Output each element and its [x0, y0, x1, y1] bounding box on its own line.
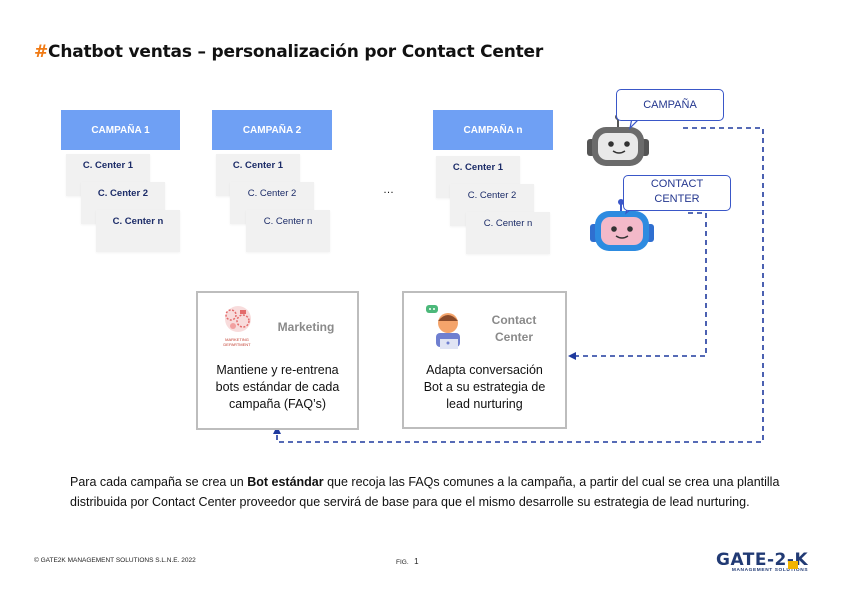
- center-label: C. Center 2: [467, 190, 517, 201]
- description-bold: Bot estándar: [247, 475, 324, 489]
- company-logo: GATE-2-K MANAGEMENT SOLUTIONS: [716, 550, 808, 573]
- center-label: C. Center 1: [82, 160, 134, 171]
- campaign-n-center-n: C. Center n: [466, 212, 550, 254]
- title-hash: #: [34, 42, 49, 62]
- logo-accent-mark: [788, 561, 798, 569]
- marketing-description: Mantiene y re-entrena bots estándar de c…: [198, 362, 357, 413]
- center-label: C. Center 1: [232, 160, 284, 171]
- arrow-to-marketing: [273, 426, 281, 434]
- marketing-line: bots estándar de cada: [215, 380, 340, 394]
- center-label: C. Center 2: [247, 188, 297, 199]
- marketing-department-icon: [225, 306, 251, 332]
- campaign-n-header: CAMPAÑA n: [433, 110, 553, 150]
- contact-center-line: Bot a su estrategia de: [423, 380, 546, 394]
- page-title: #Chatbot ventas – personalización por Co…: [34, 42, 543, 62]
- arrow-to-contact-center: [568, 352, 576, 360]
- bubble-text-line: CONTACT: [650, 178, 704, 190]
- contact-center-description: Adapta conversación Bot a su estrategia …: [404, 362, 565, 413]
- marketing-icon-caption: MARKETING DEPARTMENT: [223, 337, 251, 347]
- contact-center-title: Contact Center: [474, 312, 554, 346]
- title-text: Chatbot ventas – personalización por Con…: [48, 42, 544, 62]
- campaign-feedback-line: [276, 127, 764, 443]
- campaign-1-header: CAMPAÑA 1: [61, 110, 180, 150]
- grey-robot-icon: [587, 114, 649, 166]
- call-agent-icon: [426, 305, 460, 349]
- center-label: C. Center 2: [97, 188, 149, 199]
- campaign-1-center-n: C. Center n: [96, 210, 180, 252]
- campaign-2-header: CAMPAÑA 2: [212, 110, 332, 150]
- description-text: que recoja las FAQs comunes a la campaña…: [70, 475, 780, 509]
- blue-robot-icon: [590, 199, 654, 251]
- contact-center-title-line: Contact: [491, 313, 537, 327]
- contact-center-box: Contact Center Adapta conversación Bot a…: [402, 291, 567, 429]
- marketing-title: Marketing: [277, 320, 335, 334]
- description-paragraph: Para cada campaña se crea un Bot estánda…: [70, 472, 790, 512]
- fig-number: 1: [414, 557, 419, 566]
- fig-label-text: FIG.: [396, 559, 409, 566]
- marketing-line: Mantiene y re-entrena: [216, 363, 339, 377]
- ellipsis: …: [383, 184, 394, 196]
- contact-center-line: Adapta conversación: [426, 363, 543, 377]
- contact-center-speech-bubble: CONTACT CENTER: [623, 175, 731, 211]
- marketing-box: MARKETING DEPARTMENT Marketing Mantiene …: [196, 291, 359, 430]
- contact-center-line: [575, 212, 707, 357]
- logo-subtitle: MANAGEMENT SOLUTIONS: [731, 568, 809, 573]
- center-label: C. Center n: [483, 218, 533, 229]
- bubble-text-line: CENTER: [654, 193, 700, 205]
- campaign-speech-bubble: CAMPAÑA: [616, 89, 724, 121]
- center-label: C. Center n: [112, 216, 164, 227]
- center-label: C. Center 1: [452, 162, 504, 173]
- contact-center-line: lead nurturing: [446, 397, 523, 411]
- marketing-line: campaña (FAQ’s): [228, 397, 327, 411]
- campaign-2-center-n: C. Center n: [246, 210, 330, 252]
- figure-label: FIG. 1: [396, 557, 419, 566]
- bubble-text: CAMPAÑA: [643, 99, 697, 111]
- copyright-notice: © GATE2K MANAGEMENT SOLUTIONS S.L.N.E. 2…: [34, 557, 196, 564]
- center-label: C. Center n: [263, 216, 313, 227]
- description-text: Para cada campaña se crea un: [70, 475, 248, 489]
- contact-center-title-line: Center: [494, 330, 533, 344]
- logo-text: GATE-2-K: [716, 550, 809, 570]
